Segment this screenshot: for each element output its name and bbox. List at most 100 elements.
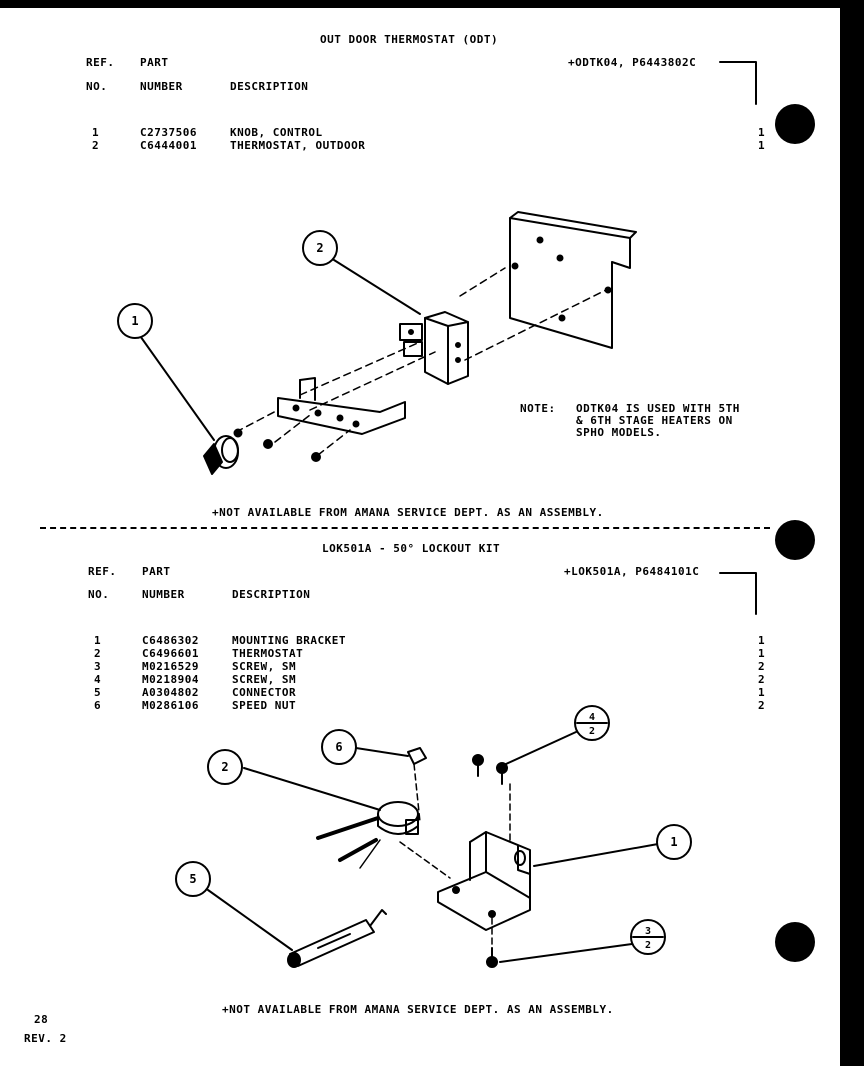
part-ref: 1: [94, 634, 102, 647]
callout-label: 1: [670, 835, 677, 849]
callout-label: 3: [645, 926, 651, 937]
part-quantity: 1: [758, 126, 766, 139]
leader-line: [137, 332, 215, 441]
part-quantity: 1: [758, 686, 766, 699]
callout-circle: [656, 824, 692, 860]
callout-label: 2: [221, 760, 228, 774]
section1-header-no: NO.: [86, 80, 108, 93]
part-number: A0304802: [142, 686, 199, 699]
leader-line: [499, 943, 633, 963]
part-ref: 1: [92, 126, 100, 139]
section1-note-line-2: & 6TH STAGE HEATERS ON: [576, 414, 733, 427]
callout-label: 4: [589, 712, 595, 723]
part-quantity: 1: [758, 634, 766, 647]
part-quantity: 2: [758, 660, 766, 673]
callout-label: 6: [335, 740, 342, 754]
callout-label: 1: [131, 314, 138, 328]
alignment-lines: [235, 267, 607, 456]
part-description: CONNECTOR: [232, 686, 297, 699]
callout-label: 2: [645, 940, 651, 951]
section1-kit-number: +ODTK04, P6443802C: [568, 56, 697, 69]
part-ref: 4: [94, 673, 102, 686]
part-ref: 5: [94, 686, 102, 699]
outdoor-bracket: [277, 377, 406, 435]
part-number: C2737506: [140, 126, 197, 139]
lockout-thermostat: [316, 801, 451, 879]
part-description: SPEED NUT: [232, 699, 297, 712]
section2-header-ref: REF.: [88, 565, 117, 578]
leader-line: [533, 843, 659, 867]
callout-circle: [321, 729, 357, 765]
callout-label: 5: [189, 872, 196, 886]
section2-kit-number: +LOK501A, P6484101C: [564, 565, 700, 578]
section2-footer-note: +NOT AVAILABLE FROM AMANA SERVICE DEPT. …: [222, 1003, 614, 1016]
outdoor-screws: [233, 428, 321, 462]
section2-header-number: NUMBER: [142, 588, 185, 601]
binder-hole-2: [775, 520, 815, 560]
callout-circle: [302, 230, 338, 266]
leader-line: [505, 731, 577, 765]
part-description: KNOB, CONTROL: [230, 126, 323, 139]
control-knob: [203, 435, 239, 475]
callout-label: 2: [316, 241, 323, 255]
section1-header-part: PART: [140, 56, 169, 69]
connector: [287, 909, 387, 968]
leader-line: [243, 767, 381, 811]
part-number: C6444001: [140, 139, 197, 152]
page-border-top: [0, 0, 864, 8]
section2-title: LOK501A - 50° LOCKOUT KIT: [322, 542, 501, 555]
part-number: M0216529: [142, 660, 199, 673]
section1-note-line-3: SPHO MODELS.: [576, 426, 662, 439]
part-description: THERMOSTAT, OUTDOOR: [230, 139, 366, 152]
section1-note-line-1: ODTK04 IS USED WITH 5TH: [576, 402, 740, 415]
lockout-mounting-bracket: [437, 831, 531, 957]
page-number: 28: [34, 1013, 49, 1026]
part-ref: 2: [92, 139, 100, 152]
section2-header-no: NO.: [88, 588, 110, 601]
part-quantity: 1: [758, 139, 766, 152]
section1-footer-note: +NOT AVAILABLE FROM AMANA SERVICE DEPT. …: [212, 506, 604, 519]
section1-title: OUT DOOR THERMOSTAT (ODT): [320, 33, 499, 46]
leader-line: [207, 889, 293, 951]
part-quantity: 2: [758, 673, 766, 686]
part-number: M0218904: [142, 673, 199, 686]
part-number: C6496601: [142, 647, 199, 660]
top-screws: [472, 754, 511, 841]
part-number: C6486302: [142, 634, 199, 647]
outdoor-thermostat: [399, 311, 469, 385]
kit-bracket-line: [719, 61, 757, 105]
section1-header-description: DESCRIPTION: [230, 80, 309, 93]
section2-header-part: PART: [142, 565, 171, 578]
leader-line: [333, 259, 421, 315]
revision-label: REV. 2: [24, 1032, 67, 1045]
part-ref: 3: [94, 660, 102, 673]
callout-circle: [175, 861, 211, 897]
binder-hole-1: [775, 104, 815, 144]
part-number: M0286106: [142, 699, 199, 712]
callout-circle: [207, 749, 243, 785]
outdoor-mounting-plate: [509, 211, 637, 349]
callout-label: 2: [589, 726, 595, 737]
part-quantity: 2: [758, 699, 766, 712]
binder-hole-3: [775, 922, 815, 962]
speed-nut: [407, 747, 427, 823]
part-description: SCREW, SM: [232, 673, 297, 686]
callout-circle: [117, 303, 153, 339]
part-quantity: 1: [758, 647, 766, 660]
page-border-right: [840, 0, 864, 1066]
section1-note-label: NOTE:: [520, 402, 556, 415]
kit-bracket-line: [719, 572, 757, 615]
part-description: MOUNTING BRACKET: [232, 634, 346, 647]
section-divider: [40, 527, 770, 529]
part-description: THERMOSTAT: [232, 647, 304, 660]
bottom-screw: [486, 947, 498, 968]
leader-line: [355, 747, 409, 757]
part-ref: 6: [94, 699, 102, 712]
section1-header-number: NUMBER: [140, 80, 183, 93]
section2-header-description: DESCRIPTION: [232, 588, 311, 601]
part-ref: 2: [94, 647, 102, 660]
part-description: SCREW, SM: [232, 660, 297, 673]
section1-header-ref: REF.: [86, 56, 115, 69]
